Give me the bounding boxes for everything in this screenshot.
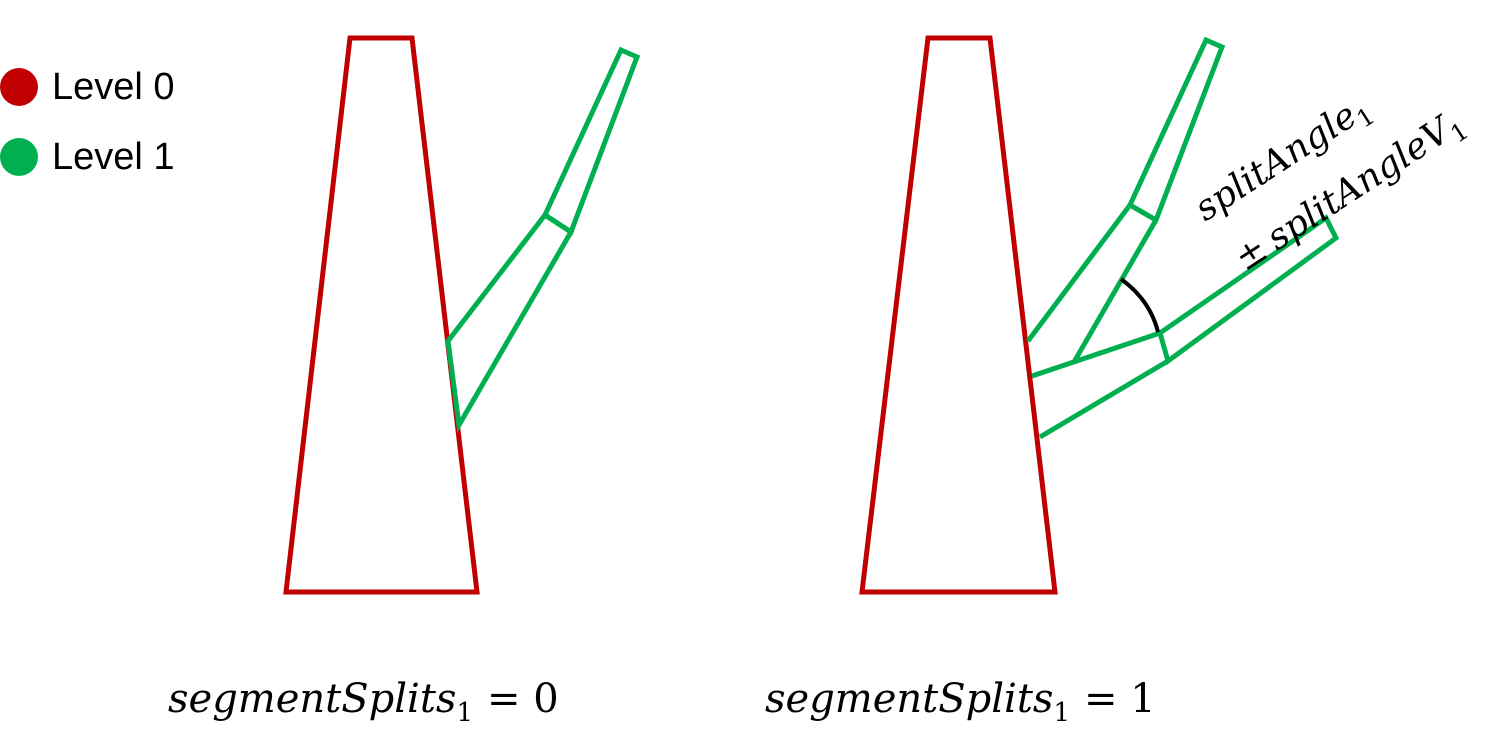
legend-dot-level-1 <box>0 138 38 176</box>
legend-item-level-0: Level 0 <box>0 52 175 122</box>
caption-left-value: = 0 <box>487 676 559 722</box>
branch-left-upper-segment <box>541 46 641 236</box>
branch-right-split-upper <box>1126 36 1226 224</box>
caption-left: segmentSplits1 = 0 <box>168 676 559 728</box>
caption-right-var: segmentSplits <box>765 676 1053 722</box>
legend-label-level-1: Level 1 <box>52 136 175 178</box>
branch-left-lower-segment <box>445 211 575 433</box>
caption-right-value: = 1 <box>1084 676 1156 722</box>
split-angle-arc <box>1119 277 1160 333</box>
legend-label-level-0: Level 0 <box>52 66 175 108</box>
trunk-left <box>283 35 480 595</box>
branch-right-split-upper-inner-edge <box>1071 218 1159 364</box>
legend: Level 0 Level 1 <box>0 52 175 192</box>
trunk-right <box>859 35 1058 595</box>
caption-left-sub: 1 <box>456 698 473 728</box>
caption-right: segmentSplits1 = 1 <box>765 676 1156 728</box>
branch-right-base-lower-edge <box>1031 330 1161 379</box>
legend-dot-level-0 <box>0 68 38 106</box>
branch-right-split-lower <box>1157 214 1340 366</box>
caption-left-var: segmentSplits <box>168 676 456 722</box>
caption-right-sub: 1 <box>1053 698 1070 728</box>
legend-item-level-1: Level 1 <box>0 122 175 192</box>
branch-right-base-upper-edge <box>1026 201 1158 343</box>
branch-right-split-lower-inner-edge <box>1038 358 1170 440</box>
